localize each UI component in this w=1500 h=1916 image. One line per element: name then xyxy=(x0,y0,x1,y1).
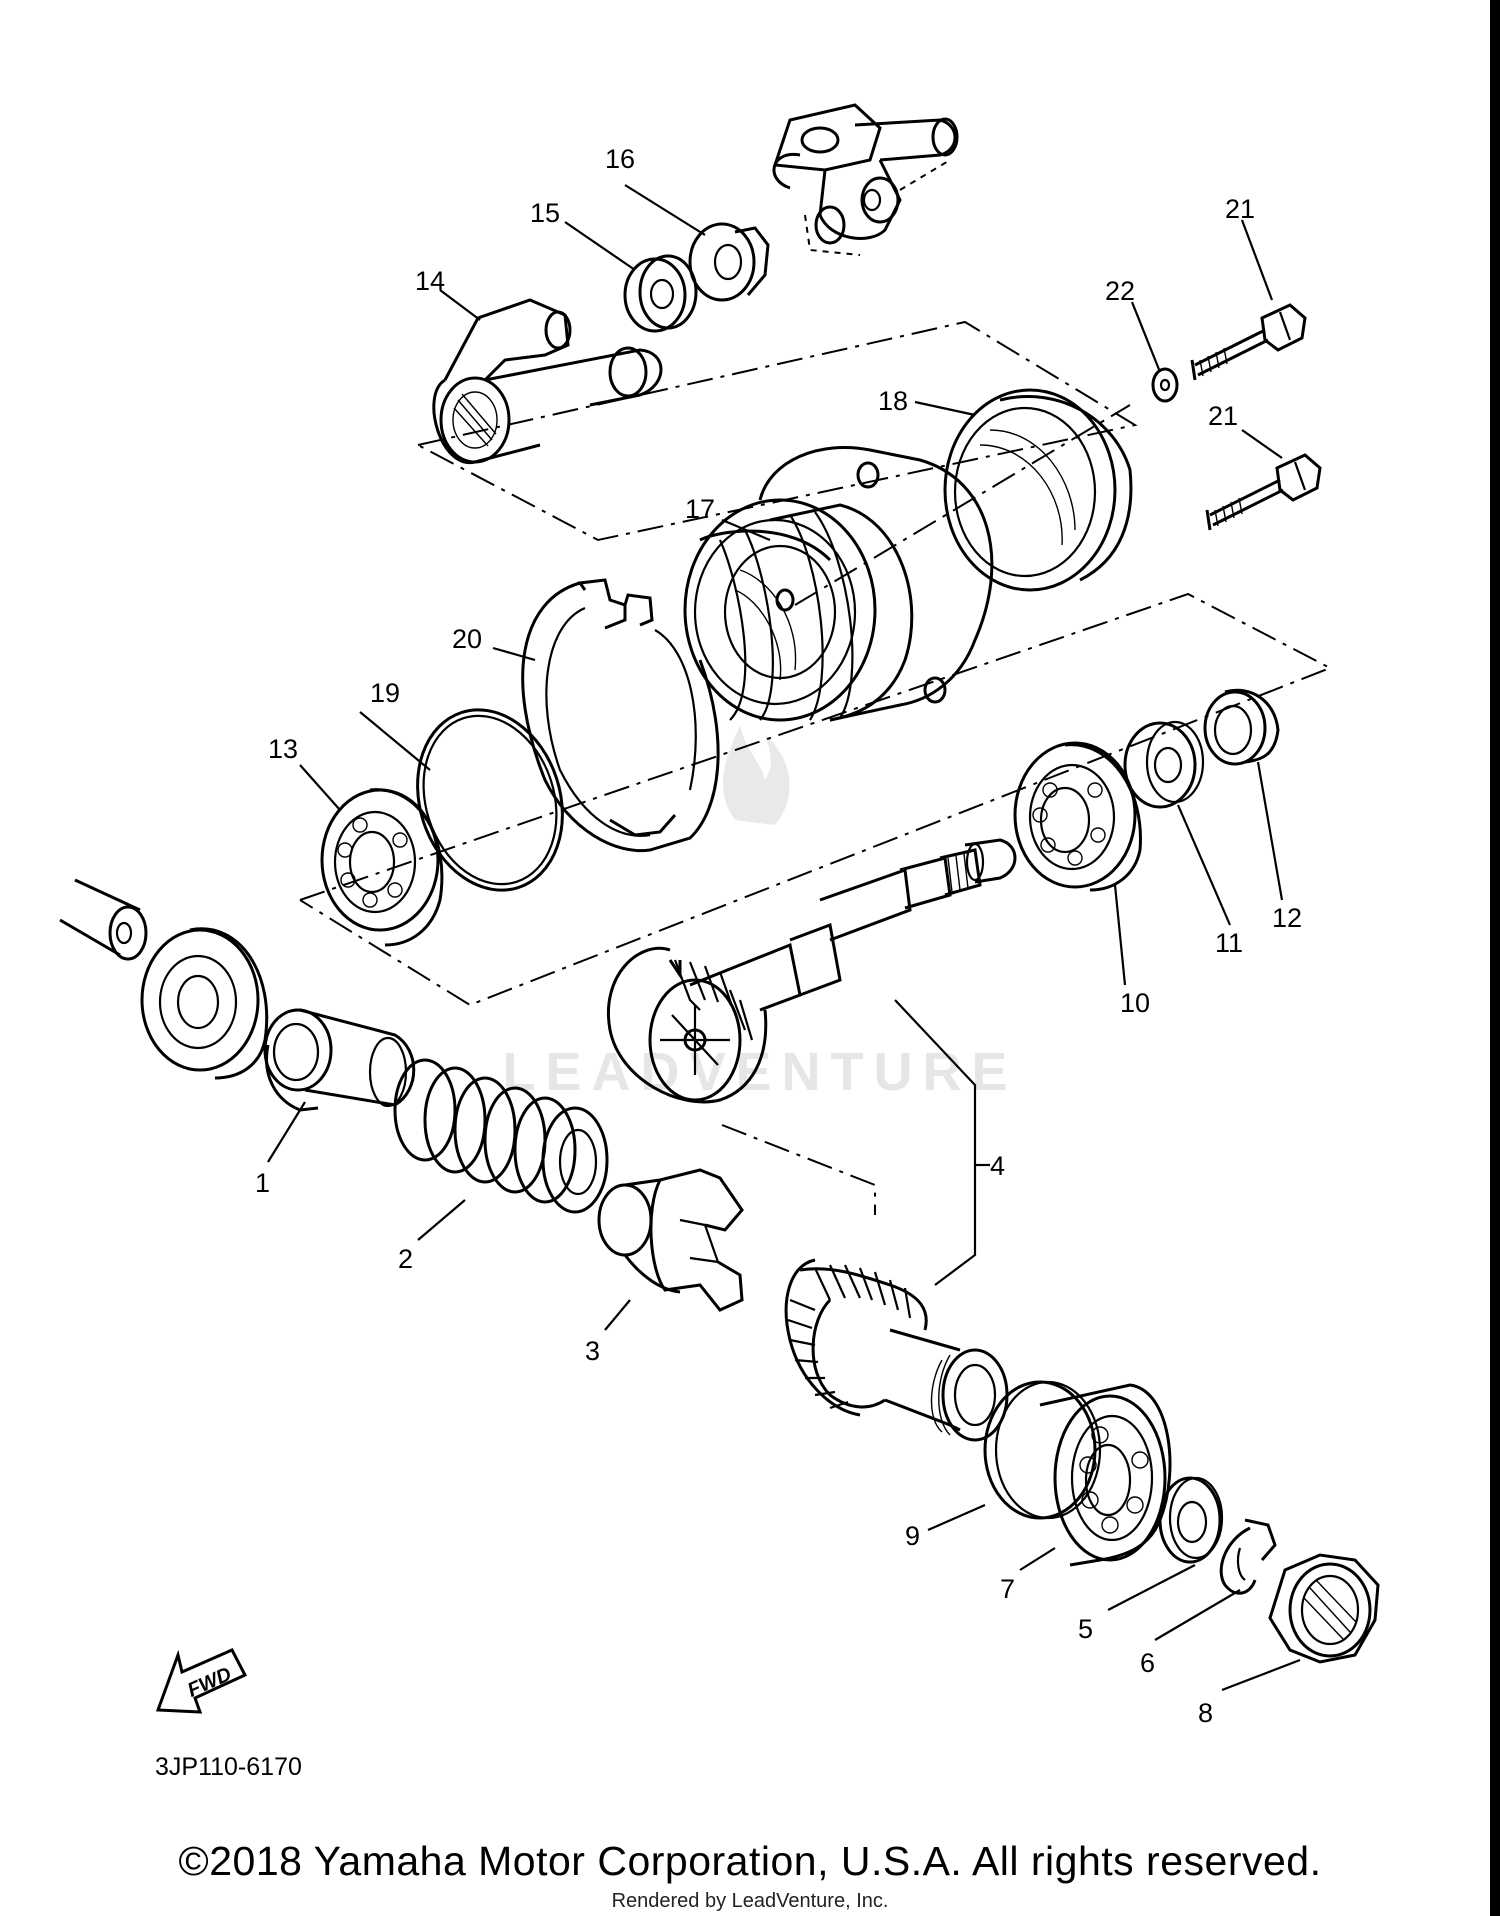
callout-2: 2 xyxy=(398,1244,413,1274)
callout-20: 20 xyxy=(452,624,482,654)
callout-13: 13 xyxy=(268,734,298,764)
callout-16: 16 xyxy=(605,144,635,174)
callout-19: 19 xyxy=(370,678,400,708)
part-9-shim xyxy=(983,1380,1102,1520)
callout-17: 17 xyxy=(685,494,715,524)
part-18-cover xyxy=(943,388,1133,592)
part-10-bearing xyxy=(1013,741,1142,892)
callout-18: 18 xyxy=(878,386,908,416)
fwd-arrow: FWD xyxy=(155,1648,248,1714)
part-15-washer xyxy=(623,254,698,333)
part-21-bolt-upper xyxy=(1190,303,1307,381)
part-19-o-ring xyxy=(416,708,564,892)
copyright-notice: ©2018 Yamaha Motor Corporation, U.S.A. A… xyxy=(178,1838,1322,1884)
part-12-seal xyxy=(1203,688,1280,766)
part-17-gear-case xyxy=(683,445,994,722)
callout-6: 6 xyxy=(1140,1648,1155,1678)
part-8-nut xyxy=(1268,1553,1380,1664)
callout-21-lower: 21 xyxy=(1208,401,1238,431)
callout-21-upper: 21 xyxy=(1225,194,1255,224)
part-21-bolt-lower xyxy=(1205,453,1322,531)
part-20-stopper-plate xyxy=(521,578,720,853)
callout-5: 5 xyxy=(1078,1614,1093,1644)
callout-15: 15 xyxy=(530,198,560,228)
right-edge-bar xyxy=(1490,0,1500,1916)
axis-dashed-upper xyxy=(794,404,1131,606)
flame-icon xyxy=(722,725,790,825)
watermark: LEADVENTURE xyxy=(502,725,1017,1102)
part-2-spring xyxy=(393,1058,609,1214)
lower-dashed-box xyxy=(299,592,1333,1007)
part-14-yoke xyxy=(432,298,663,464)
callout-7: 7 xyxy=(1000,1574,1015,1604)
callout-3: 3 xyxy=(585,1336,600,1366)
callout-8: 8 xyxy=(1198,1698,1213,1728)
callout-1: 1 xyxy=(255,1168,270,1198)
part-7-bearing xyxy=(1039,1383,1172,1567)
drawing-code: 3JP110-6170 xyxy=(155,1753,302,1781)
callout-9: 9 xyxy=(905,1521,920,1551)
part-3-cam-dog xyxy=(597,1168,744,1312)
part-5-washer xyxy=(1158,1476,1224,1564)
callout-10: 10 xyxy=(1120,988,1150,1018)
leader-lines xyxy=(267,184,1301,1692)
callouts: 1 2 3 4 5 6 7 8 9 10 11 12 13 14 15 16 1… xyxy=(255,144,1302,1728)
part-4-pinion-shaft xyxy=(607,838,1017,1104)
part-6-lock-washer xyxy=(1219,1518,1277,1595)
left-shaft xyxy=(59,878,148,961)
callout-14: 14 xyxy=(415,266,445,296)
part-1-bushing xyxy=(263,1008,416,1112)
callout-4: 4 xyxy=(990,1151,1005,1181)
rendered-by-note: Rendered by LeadVenture, Inc. xyxy=(611,1890,889,1912)
watermark-text: LEADVENTURE xyxy=(502,1042,1017,1102)
part-11-shim xyxy=(1123,720,1205,809)
gear-link-dashed xyxy=(721,1124,876,1215)
upper-dashed-box xyxy=(417,320,1138,542)
part-16-flange-nut xyxy=(688,222,770,302)
part-22-washer xyxy=(1151,367,1179,403)
left-bearing xyxy=(140,927,269,1080)
callout-22: 22 xyxy=(1105,276,1135,306)
part-4-ring-gear xyxy=(784,1258,1009,1442)
callout-11: 11 xyxy=(1215,928,1243,958)
callout-12: 12 xyxy=(1272,903,1302,933)
universal-joint xyxy=(772,103,959,256)
part-13-bearing xyxy=(320,788,444,947)
